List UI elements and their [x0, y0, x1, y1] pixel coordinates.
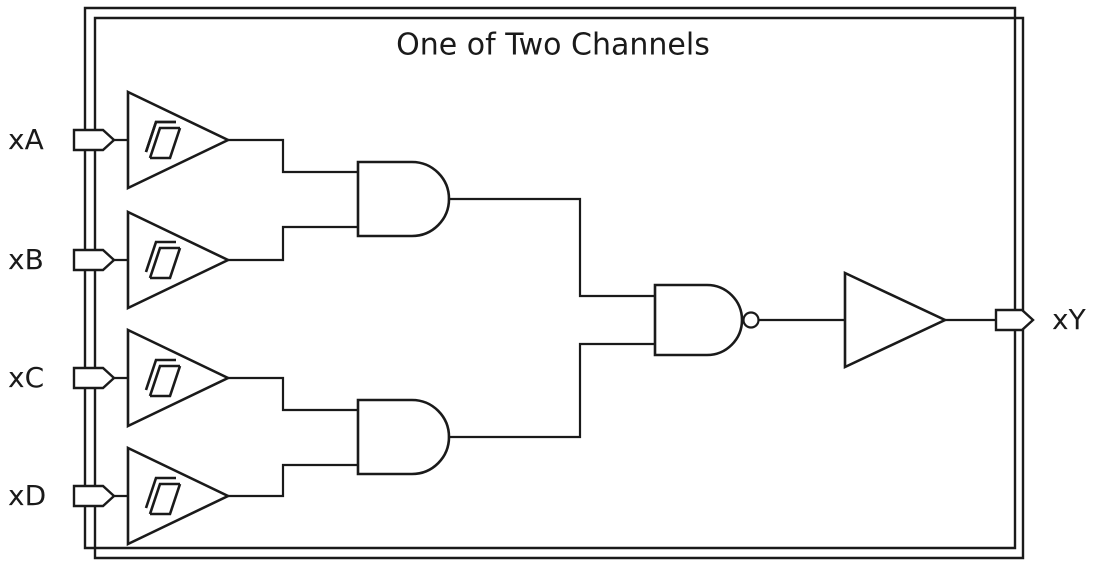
buffer-triangle-xd: [126, 445, 232, 547]
package-outline-inner: [83, 6, 1017, 550]
package-outline: [83, 6, 1025, 560]
hysteresis-icon-xd-bars: [148, 482, 180, 515]
wire-andtop-to-nand: [447, 197, 657, 298]
schmitt-trigger-buffer-xa[interactable]: [126, 89, 232, 191]
and-gate-top-body: [356, 160, 451, 238]
nand-gate[interactable]: [653, 283, 760, 357]
hysteresis-icon-xa-bars: [144, 120, 180, 159]
input-label-xb: xB: [8, 243, 44, 276]
wire-andbottom-to-nand: [447, 342, 657, 439]
output-buffer-triangle: [843, 270, 949, 370]
buffer-triangle-xb: [126, 209, 232, 311]
buffer-triangle-xa: [126, 89, 232, 191]
input-group: xA xB xC xD: [8, 123, 130, 512]
package-outline-outer: [93, 16, 1025, 560]
output-pin-xy[interactable]: [994, 308, 1035, 332]
hysteresis-icon-xc-bars: [148, 364, 180, 397]
wire-bufc-to-and-bottom: [226, 376, 360, 412]
and-gate-bottom[interactable]: [356, 398, 451, 476]
hysteresis-icon-xb: [144, 240, 182, 280]
hysteresis-icon-xb-bars: [148, 246, 180, 279]
wire-bufb-to-and-top: [226, 225, 360, 262]
schmitt-trigger-buffer-xd[interactable]: [126, 445, 232, 547]
hysteresis-icon-xc: [144, 358, 182, 398]
schmitt-trigger-buffer-xc[interactable]: [126, 327, 232, 429]
inversion-bubble-icon: [742, 311, 760, 329]
output-label-xy: xY: [1052, 303, 1087, 336]
schmitt-trigger-buffer-xb[interactable]: [126, 209, 232, 311]
and-gate-bottom-body: [356, 398, 451, 476]
input-label-xd: xD: [8, 479, 46, 512]
nand-gate-body: [653, 283, 744, 357]
page-title: One of Two Channels: [396, 28, 710, 63]
output-buffer[interactable]: [843, 270, 949, 370]
input-label-xa: xA: [8, 123, 44, 156]
buffer-triangle-xc: [126, 327, 232, 429]
wire-bufd-to-and-bottom: [226, 463, 360, 498]
and-gate-top[interactable]: [356, 160, 451, 238]
hysteresis-icon-xd: [144, 476, 182, 516]
input-pin-xc[interactable]: [72, 366, 116, 390]
output-group: xY: [994, 303, 1087, 336]
input-label-xc: xC: [8, 361, 44, 394]
input-pin-xd[interactable]: [72, 484, 116, 508]
input-pin-xb[interactable]: [72, 248, 116, 272]
wire-bufa-to-and-top: [226, 138, 360, 174]
input-pin-xa[interactable]: [72, 128, 116, 152]
